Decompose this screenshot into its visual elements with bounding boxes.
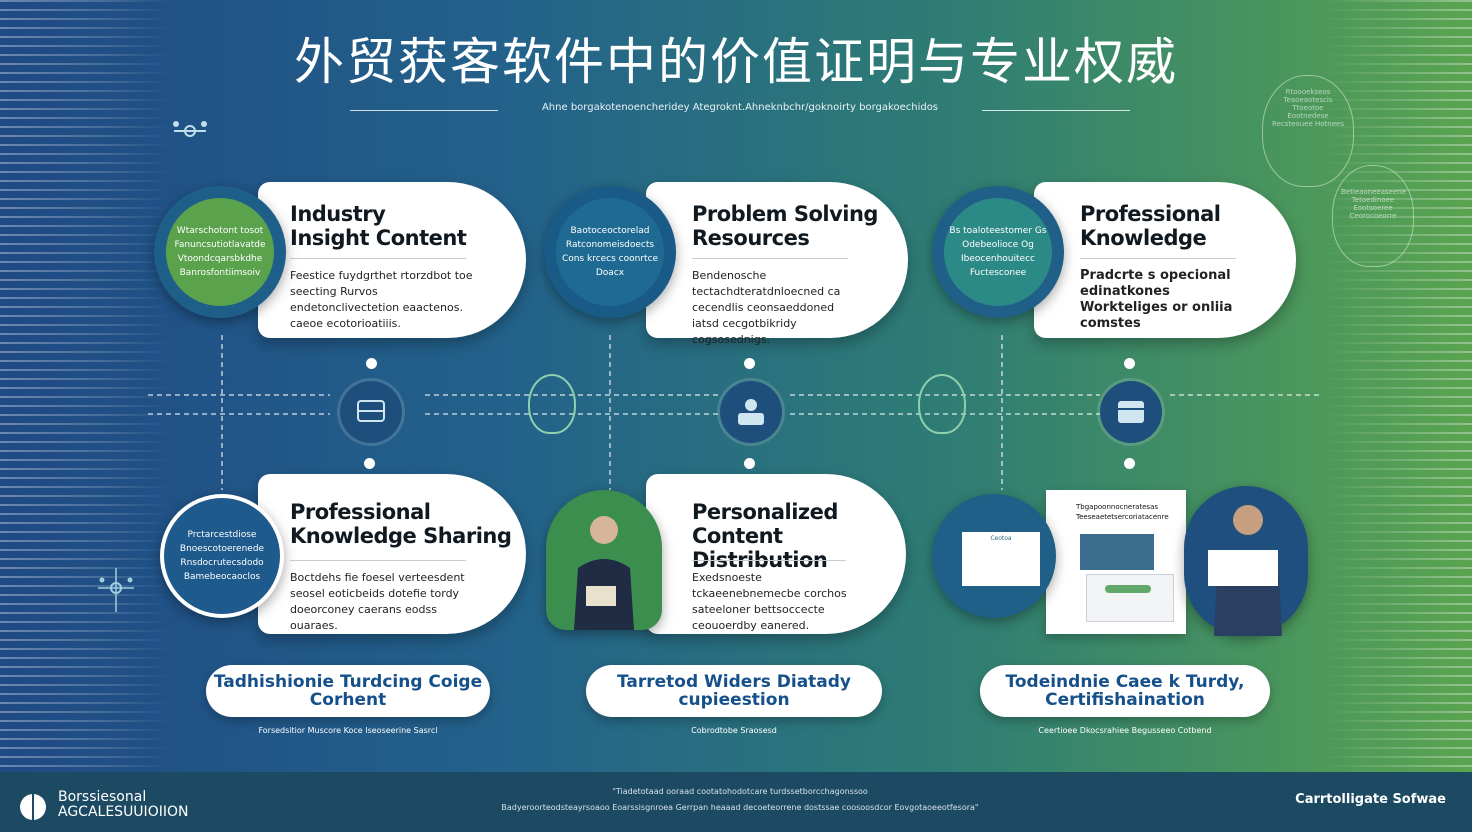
footer-quote-line1: "Tiadetotaad ooraad cootatohodotcare tur… <box>612 787 868 796</box>
connector-dot <box>364 458 375 469</box>
subtitle-line-right <box>982 110 1130 111</box>
subtitle: Ahne borgakotenoencheridey Ategroknt.Ahn… <box>541 102 939 113</box>
person-avatar-icon <box>1208 505 1282 636</box>
tag-line2: Certifishaination <box>1045 690 1205 710</box>
circle-certification: Ceotoa <box>932 494 1056 618</box>
certificate-doc: Ceotoa <box>962 532 1040 586</box>
team-photo <box>1080 534 1154 570</box>
circle-text: Baotoceoctorelad Ratconomeisdoects Cons … <box>556 198 664 306</box>
card-description: Feestice fuydgrthet rtorzdbot toe seecti… <box>290 269 473 330</box>
card-separator <box>290 560 466 561</box>
certificate-title: Ceotoa <box>990 535 1012 542</box>
tag-pill-2[interactable]: Tarretod Widers Diatady cupieestion <box>586 665 882 717</box>
card-description: Bendenosche tectachdteratdnloecned ca ce… <box>692 269 841 346</box>
card-separator <box>692 560 846 561</box>
badge-top-right-text: Rtoooekseos Teaoeaotescis Ttoeotoe Eootn… <box>1272 88 1344 128</box>
badge-top-right: Rtoooekseos Teaoeaotescis Ttoeotoe Eootn… <box>1262 75 1354 187</box>
tag-line1: Tarretod Widers Diatady <box>616 672 852 692</box>
circle-industry-insight: Wtarschotont tosot Fanuncsutiotlavatde V… <box>154 186 286 318</box>
connector-dot <box>744 458 755 469</box>
connector-dot <box>1124 458 1135 469</box>
circle-problem-solving: Baotoceoctorelad Ratconomeisdoects Cons … <box>544 186 676 318</box>
footer-right-label: Carrtolligate Sofwae <box>1295 792 1446 807</box>
connector-dot <box>1124 358 1135 369</box>
tag-line1: Todeindnie Caee k Turdy, <box>1005 672 1245 692</box>
page-title: 外贸获客软件中的价值证明与专业权威 <box>294 33 1178 91</box>
badge-right: Betieaoneeaseene Tetoedinoee Eootsoeree … <box>1332 165 1414 267</box>
circle-knowledge-sharing: Prctarcestdiose Bnoescotoerenede Rnsdocr… <box>160 494 284 618</box>
tag-line2: cupieestion <box>678 690 790 710</box>
footer-quote-line2: Badyeroorteodsteayrsoaoo Eoarssisgnroea … <box>501 803 979 812</box>
card-description: Pradcrte s opecional edinatkones Worktel… <box>1080 268 1233 331</box>
tag-pill-3[interactable]: Todeindnie Caee k Turdy, Certifishainati… <box>980 665 1270 717</box>
tag-line1: Tadhishionie Turdcing Coige <box>213 672 483 692</box>
certificate-globe-icon <box>918 374 966 434</box>
building-globe-icon <box>528 374 576 434</box>
connector-dot <box>744 358 755 369</box>
connector-dot <box>366 358 377 369</box>
document-highlight <box>1105 585 1151 593</box>
circle-text: Prctarcestdiose Bnoescotoerenede Rnsdocr… <box>164 498 280 614</box>
circle-professional-knowledge: Bs toaloteestomer Gs Odebeolioce Og Ibeo… <box>932 186 1064 318</box>
tag-line2: Corhent <box>309 690 387 710</box>
card-description: Boctdehs fie foesel verteesdent seosel e… <box>290 571 465 632</box>
calendar-icon <box>1100 381 1162 443</box>
tag-caption: Cobrodtobe Sraosesd <box>691 726 777 735</box>
drone-icon <box>173 121 207 137</box>
presenter-photo <box>546 490 662 630</box>
badge-right-text: Betieaoneeaseene Tetoedinoee Eootsoeree … <box>1341 188 1407 220</box>
card-separator <box>692 258 848 259</box>
left-stripes-decoration <box>0 0 170 832</box>
tag-caption: Forsedsitior Muscore Koce Iseoseerine Sa… <box>258 726 438 735</box>
document-preview <box>1086 574 1174 622</box>
network-node-icon <box>98 568 134 612</box>
circle-text: Wtarschotont tosot Fanuncsutiotlavatde V… <box>166 198 274 306</box>
handshake-icon <box>340 381 402 443</box>
card-separator <box>290 258 466 259</box>
tag-caption: Ceertioee Dkocsrahiee Begusseeo Cotbend <box>1038 726 1212 735</box>
person-certificate-photo <box>1184 486 1308 636</box>
subtitle-row: Ahne borgakotenoencheridey Ategroknt.Ahn… <box>350 102 1130 118</box>
card-separator <box>1080 258 1236 259</box>
presenter-avatar-icon <box>574 516 634 630</box>
subtitle-line-left <box>350 110 498 111</box>
circle-text: Bs toaloteestomer Gs Odebeolioce Og Ibeo… <box>944 198 1052 306</box>
tag-pill-1[interactable]: Tadhishionie Turdcing Coige Corhent <box>206 665 490 717</box>
team-icon <box>720 381 782 443</box>
card-description: Exedsnoeste tckaeenebnemecbe corchos sat… <box>692 571 847 632</box>
brand-logo-icon <box>20 794 46 820</box>
